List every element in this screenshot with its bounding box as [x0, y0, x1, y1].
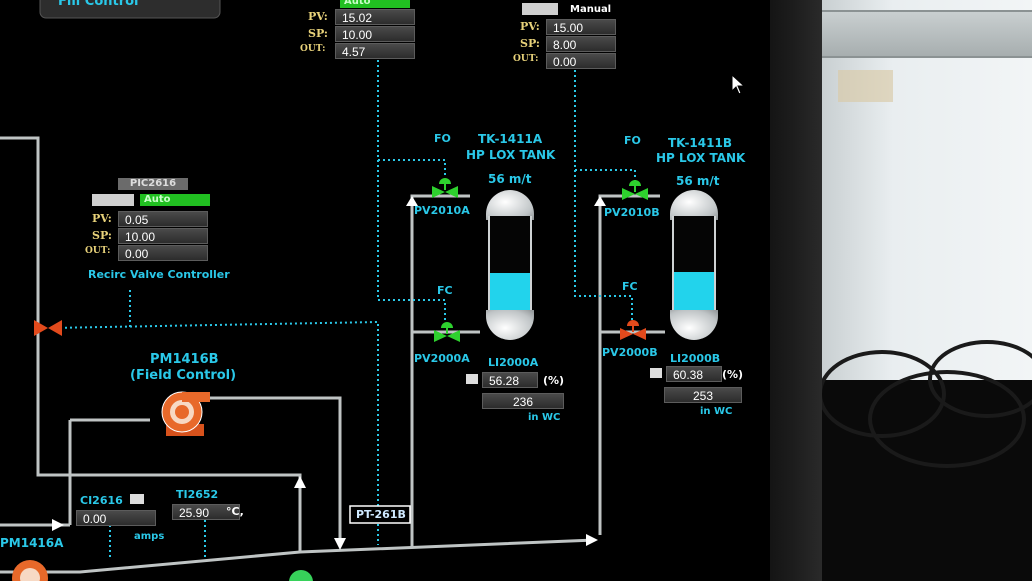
recirc-title: Recirc Valve Controller [88, 268, 230, 281]
tank-a-desc: HP LOX TANK [466, 148, 556, 162]
tank-b-checkbox[interactable] [650, 368, 662, 378]
out-label: OUT: [513, 54, 539, 64]
tank-b-pct-unit: (%) [722, 368, 744, 381]
tank-a-name: TK-1411A [478, 132, 543, 146]
tank-b-wc-unit: in WC [700, 406, 733, 417]
pv2000a-fail: FC [437, 284, 453, 297]
current-checkbox[interactable] [130, 494, 144, 504]
bottom-indicator-icon [289, 570, 313, 581]
pressure-tag[interactable]: PT-261B [356, 508, 406, 521]
pv2000a-valve-icon[interactable] [432, 318, 462, 346]
wall-sticker [838, 70, 893, 102]
sp-label: SP: [308, 27, 328, 40]
out-label: OUT: [300, 44, 326, 54]
process-lines [0, 0, 665, 574]
pv2000b-tag: PV2000B [602, 346, 658, 359]
pump-left-name: PM1416A [0, 536, 64, 550]
pv2010a-valve-icon[interactable] [430, 174, 460, 202]
pv2010a-fail: FO [434, 132, 451, 145]
sp-label: SP: [520, 37, 540, 50]
top-left-sp[interactable]: 10.00 [335, 26, 415, 42]
recirc-mode[interactable]: Auto [140, 194, 210, 206]
recirc-sp[interactable]: 10.00 [118, 228, 208, 244]
top-right-sp[interactable]: 8.00 [546, 36, 616, 52]
pv2000a-tag: PV2000A [414, 352, 470, 365]
top-right-mode-btn[interactable] [522, 3, 558, 15]
pump-icon[interactable] [152, 388, 212, 440]
pv2010b-tag: PV2010B [604, 206, 660, 219]
tank-b-level-fill [674, 271, 714, 314]
current-unit: amps [134, 531, 165, 542]
tank-a-capacity: 56 m/t [488, 172, 532, 186]
header-fragment: Fill Control [58, 0, 139, 9]
tank-a-vessel[interactable] [486, 190, 534, 340]
tank-b-vessel[interactable] [670, 190, 718, 340]
tank-a-pct-unit: (%) [543, 374, 565, 387]
pv2000b-fail: FC [622, 280, 638, 293]
out-label: OUT: [85, 246, 111, 256]
hmi-screen: Fill Control Auto PV: 15.02 SP: 10.00 OU… [0, 0, 746, 581]
recirc-out: 0.00 [118, 245, 208, 261]
temp-unit: °C, [226, 505, 244, 518]
recirc-pv: 0.05 [118, 211, 208, 227]
tank-a-wc-value: 236 [482, 393, 564, 409]
sp-label: SP: [92, 229, 112, 242]
pump-left-icon[interactable] [0, 552, 70, 581]
pv-label: PV: [308, 10, 328, 23]
recirc-mode-btn[interactable] [92, 194, 134, 206]
tank-b-name: TK-1411B [668, 136, 732, 150]
pv2010b-valve-icon[interactable] [620, 176, 650, 204]
top-right-pv: 15.00 [546, 19, 616, 35]
mouse-cursor-icon [731, 74, 746, 95]
temp-value: 25.90 [172, 504, 240, 520]
pv2010b-fail: FO [624, 134, 641, 147]
tank-a-wc-unit: in WC [528, 412, 561, 423]
temp-tag: TI2652 [176, 488, 219, 501]
tank-a-level-pct: 56.28 [482, 372, 538, 388]
monitor-bezel [760, 0, 822, 581]
pump-name: PM1416B [150, 352, 219, 367]
current-value: 0.00 [76, 510, 156, 526]
top-right-out[interactable]: 0.00 [546, 53, 616, 69]
recirc-valve-icon[interactable] [32, 316, 66, 340]
current-tag: CI2616 [80, 494, 123, 507]
tank-a-level-fill [490, 272, 530, 314]
desk-device [808, 340, 1032, 581]
pv2010a-tag: PV2010A [414, 204, 470, 217]
tank-b-wc-value: 253 [664, 387, 742, 403]
pv-label: PV: [520, 20, 540, 33]
tank-a-level-tag: LI2000A [488, 356, 539, 369]
tank-b-desc: HP LOX TANK [656, 151, 746, 165]
tank-a-checkbox[interactable] [466, 374, 478, 384]
top-left-mode[interactable]: Auto [340, 0, 410, 8]
top-left-out: 4.57 [335, 43, 415, 59]
wall-conduit [812, 10, 1032, 58]
tank-b-level-tag: LI2000B [670, 352, 721, 365]
top-left-pv: 15.02 [335, 9, 415, 25]
tank-b-level-pct: 60.38 [666, 366, 722, 382]
tank-b-capacity: 56 m/t [676, 174, 720, 188]
pv2000b-valve-icon[interactable] [618, 316, 648, 344]
pump-mode: (Field Control) [130, 368, 237, 383]
top-right-mode[interactable]: Manual [570, 4, 612, 15]
pv-label: PV: [92, 212, 112, 225]
recirc-tag: PIC2616 [118, 178, 188, 190]
